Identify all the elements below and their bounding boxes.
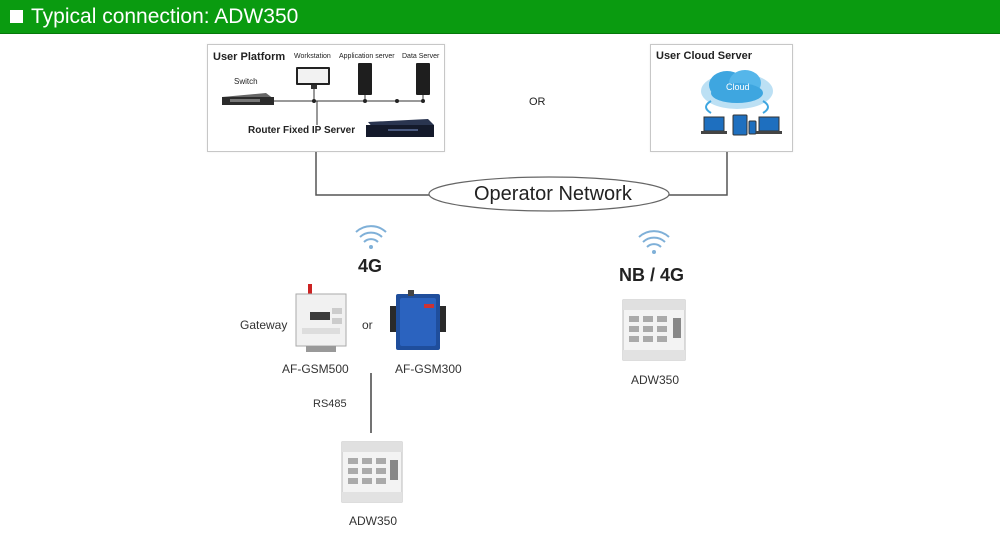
user-cloud-title: User Cloud Server xyxy=(656,50,752,62)
tablet-icon xyxy=(732,114,748,136)
adw350-bottom-label: ADW350 xyxy=(349,514,398,528)
workstation-device xyxy=(296,67,330,89)
wifi-icon-left xyxy=(355,225,387,249)
gateway-label: Gateway xyxy=(240,318,288,332)
cloud-label: Cloud xyxy=(726,82,750,92)
operator-network-ellipse xyxy=(428,176,670,212)
gsm300-label: AF-GSM300 xyxy=(395,362,462,376)
cloud-graphic xyxy=(701,70,782,136)
adw350-right-label: ADW350 xyxy=(631,373,680,387)
switch-label: Switch xyxy=(234,77,258,86)
workstation-label: Workstation xyxy=(294,53,331,60)
header-bar: Typical connection: ADW350 xyxy=(0,0,1000,34)
signal-4g-label: 4G xyxy=(358,256,383,276)
application-server-label: Application server xyxy=(339,53,395,60)
router-device xyxy=(366,119,434,137)
af-gsm500-device xyxy=(292,284,350,354)
square-icon xyxy=(10,10,23,23)
af-gsm300-device xyxy=(390,290,446,352)
laptop-icon-left xyxy=(701,116,727,134)
or-label: OR xyxy=(529,96,546,108)
rs485-label: RS485 xyxy=(313,398,347,410)
wifi-icon-right xyxy=(638,230,670,254)
cloud-icon xyxy=(701,70,773,109)
page-title: Typical connection: ADW350 xyxy=(31,4,299,28)
user-cloud-box: User Cloud Server Cloud xyxy=(650,44,793,152)
laptop-icon-right xyxy=(756,116,782,134)
platform-devices xyxy=(222,63,434,137)
user-platform-title: User Platform xyxy=(213,51,286,63)
gsm500-label: AF-GSM500 xyxy=(282,362,349,376)
or-small-label: or xyxy=(362,318,373,332)
cloud-network-line xyxy=(666,150,728,196)
application-server-device xyxy=(358,63,372,95)
adw350-meter-right xyxy=(621,296,687,366)
router-label: Router Fixed IP Server xyxy=(248,125,356,136)
switch-device xyxy=(222,93,274,105)
data-server-device xyxy=(416,63,430,95)
signal-nb4g-label: NB / 4G xyxy=(619,265,685,285)
data-server-label: Data Server xyxy=(402,53,440,60)
platform-network-line xyxy=(315,150,432,196)
operator-network-label: Operator Network xyxy=(474,183,632,205)
user-platform-box: User Platform Switch Workstation Applica… xyxy=(207,44,445,152)
phone-icon xyxy=(748,120,757,135)
adw350-meter-bottom xyxy=(340,436,404,508)
